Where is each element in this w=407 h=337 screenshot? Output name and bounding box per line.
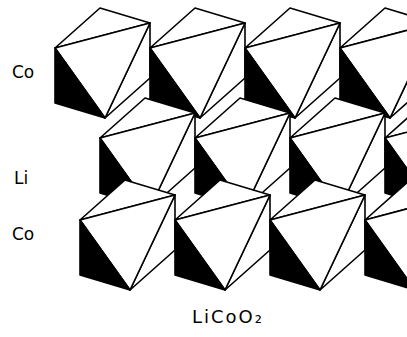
co-layer-top xyxy=(55,8,407,118)
formula-caption: LiCoO₂ xyxy=(192,308,264,326)
layer-label: Co xyxy=(12,226,34,243)
co-layer-bottom xyxy=(80,180,407,290)
layer-label: Co xyxy=(12,64,34,81)
layer-label: Li xyxy=(14,170,28,187)
